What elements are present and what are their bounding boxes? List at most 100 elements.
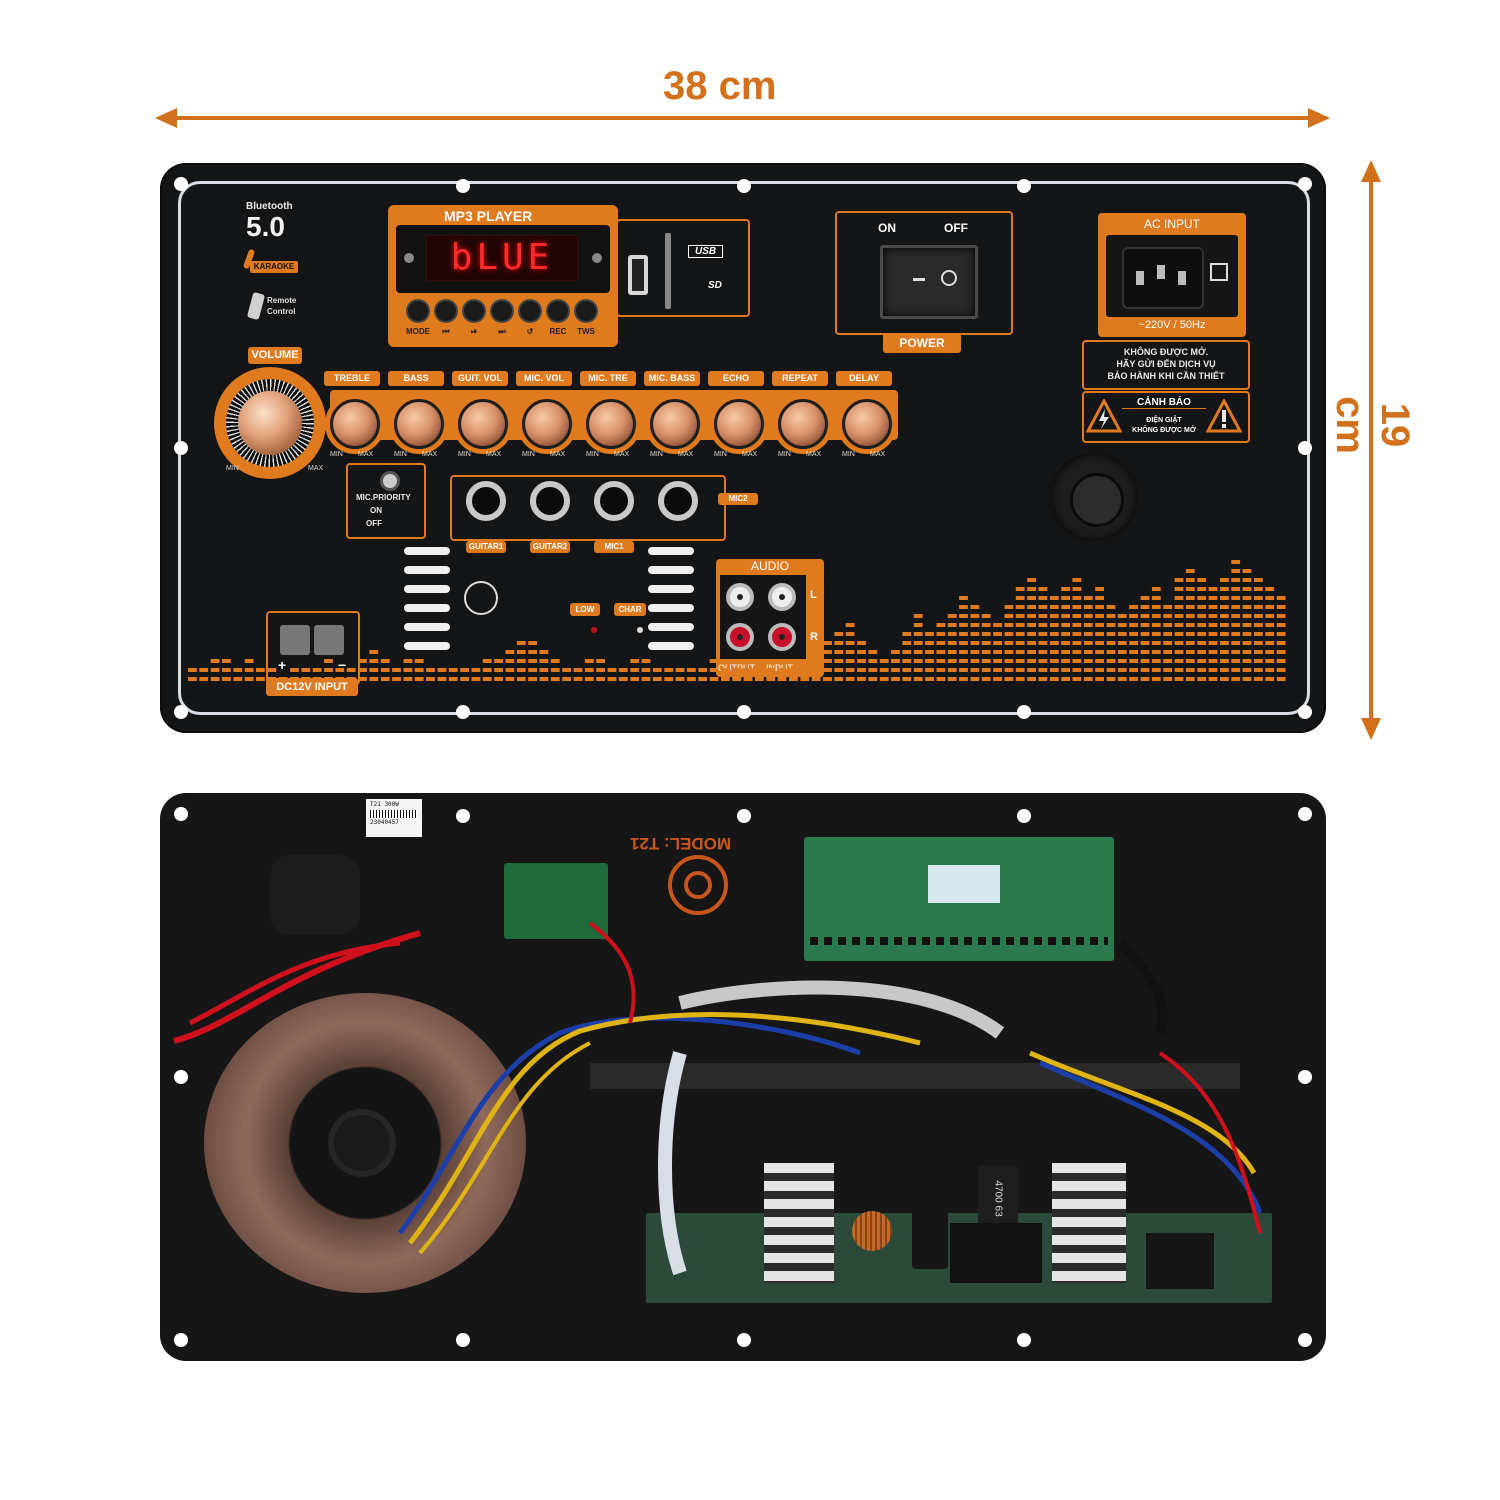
input-jack[interactable] <box>658 481 698 521</box>
rotary-knob[interactable] <box>330 399 380 449</box>
rca-input-l[interactable] <box>768 583 796 611</box>
eq-segment <box>1220 596 1229 600</box>
eq-segment <box>584 668 594 672</box>
rca-output-r[interactable] <box>726 623 754 651</box>
eq-segment <box>1208 605 1218 609</box>
eq-segment <box>1129 632 1138 636</box>
rotary-knob[interactable] <box>842 399 892 449</box>
eq-segment <box>879 677 889 681</box>
eq-segment <box>1004 641 1014 645</box>
dc-terminal-plus[interactable] <box>280 625 310 655</box>
mp3-button[interactable] <box>520 301 540 321</box>
eq-segment <box>823 659 832 663</box>
rotary-knob[interactable] <box>650 399 700 449</box>
rotary-knob[interactable] <box>394 399 444 449</box>
rotary-knob[interactable] <box>458 399 508 449</box>
eq-segment <box>687 677 696 681</box>
mp3-button[interactable] <box>464 301 484 321</box>
rca-output-l[interactable] <box>726 583 754 611</box>
rotary-knob[interactable] <box>522 399 572 449</box>
mount-hole <box>737 705 751 719</box>
eq-segment <box>1140 668 1150 672</box>
mount-hole <box>174 441 188 455</box>
eq-segment <box>1027 641 1036 645</box>
eq-segment <box>1163 632 1173 636</box>
eq-segment <box>857 650 866 654</box>
eq-segment <box>891 659 900 663</box>
power-switch[interactable] <box>880 245 978 319</box>
eq-segment <box>369 659 379 663</box>
eq-segment <box>1061 623 1070 627</box>
relay <box>1146 1233 1214 1289</box>
rotary-knob[interactable] <box>586 399 636 449</box>
eq-segment <box>1197 578 1207 582</box>
volume-label: VOLUME <box>248 347 302 364</box>
mic-priority-switch[interactable] <box>380 471 400 491</box>
eq-segment <box>845 650 855 654</box>
eq-segment <box>267 677 277 681</box>
eq-segment <box>1231 578 1241 582</box>
equalizer-graphic <box>188 560 1286 681</box>
ac-socket[interactable] <box>1106 235 1238 317</box>
eq-segment <box>1265 605 1275 609</box>
eq-segment <box>1231 587 1241 591</box>
eq-segment <box>857 668 866 672</box>
eq-segment <box>1174 632 1184 636</box>
volume-knob[interactable] <box>226 379 314 467</box>
input-jack[interactable] <box>530 481 570 521</box>
eq-segment <box>970 668 980 672</box>
rca-input-r[interactable] <box>768 623 796 651</box>
eq-segment <box>1140 605 1150 609</box>
eq-segment <box>1027 605 1036 609</box>
sd-slot[interactable] <box>665 233 671 309</box>
eq-segment <box>539 659 549 663</box>
warning-line-2: HÃY GỬI ĐẾN DỊCH VỤ <box>1116 359 1216 369</box>
eq-segment <box>777 659 787 663</box>
volume-max: MAX <box>308 465 324 472</box>
eq-segment <box>1242 569 1252 573</box>
knob-min-label: MIN <box>394 451 407 458</box>
mp3-button-label: ⏮ <box>442 327 450 336</box>
eq-segment <box>664 677 674 681</box>
eq-segment <box>800 677 810 681</box>
eq-segment <box>766 677 776 681</box>
ac-input-title: AC INPUT <box>1143 217 1200 231</box>
eq-segment <box>1140 596 1150 600</box>
eq-segment <box>505 650 515 654</box>
vent-slot <box>648 547 694 555</box>
eq-segment <box>823 677 832 681</box>
eq-segment <box>584 677 594 681</box>
eq-segment <box>1083 605 1093 609</box>
eq-segment <box>471 668 481 672</box>
eq-segment <box>188 668 197 672</box>
mp3-pcb <box>804 837 1114 961</box>
usb-port[interactable] <box>628 255 648 295</box>
rotary-knob[interactable] <box>778 399 828 449</box>
mp3-button[interactable] <box>548 301 568 321</box>
eq-segment <box>1220 614 1229 618</box>
eq-segment <box>1083 659 1093 663</box>
mp3-button[interactable] <box>408 301 428 321</box>
eq-segment <box>1049 596 1059 600</box>
input-jack[interactable] <box>466 481 506 521</box>
eq-segment <box>823 641 832 645</box>
serial-sticker: T21 300W 23040457 <box>366 799 422 837</box>
eq-segment <box>891 650 900 654</box>
eq-segment <box>1231 668 1241 672</box>
eq-segment <box>630 677 640 681</box>
mp3-button[interactable] <box>492 301 512 321</box>
rotary-knob[interactable] <box>714 399 764 449</box>
input-jack[interactable] <box>594 481 634 521</box>
mp3-button[interactable] <box>576 301 596 321</box>
eq-segment <box>959 650 968 654</box>
eq-segment <box>1129 641 1138 645</box>
mp3-button[interactable] <box>436 301 456 321</box>
caution-sub-2: KHÔNG ĐƯỢC MỞ <box>1132 427 1196 434</box>
eq-segment <box>1015 632 1025 636</box>
eq-segment <box>516 659 526 663</box>
knob-max-label: MAX <box>358 451 374 458</box>
knob-label: GUIT. VOL <box>452 371 508 386</box>
fuse-holder[interactable] <box>1050 453 1138 541</box>
eq-segment <box>1220 587 1229 591</box>
dc-terminal-minus[interactable] <box>314 625 344 655</box>
